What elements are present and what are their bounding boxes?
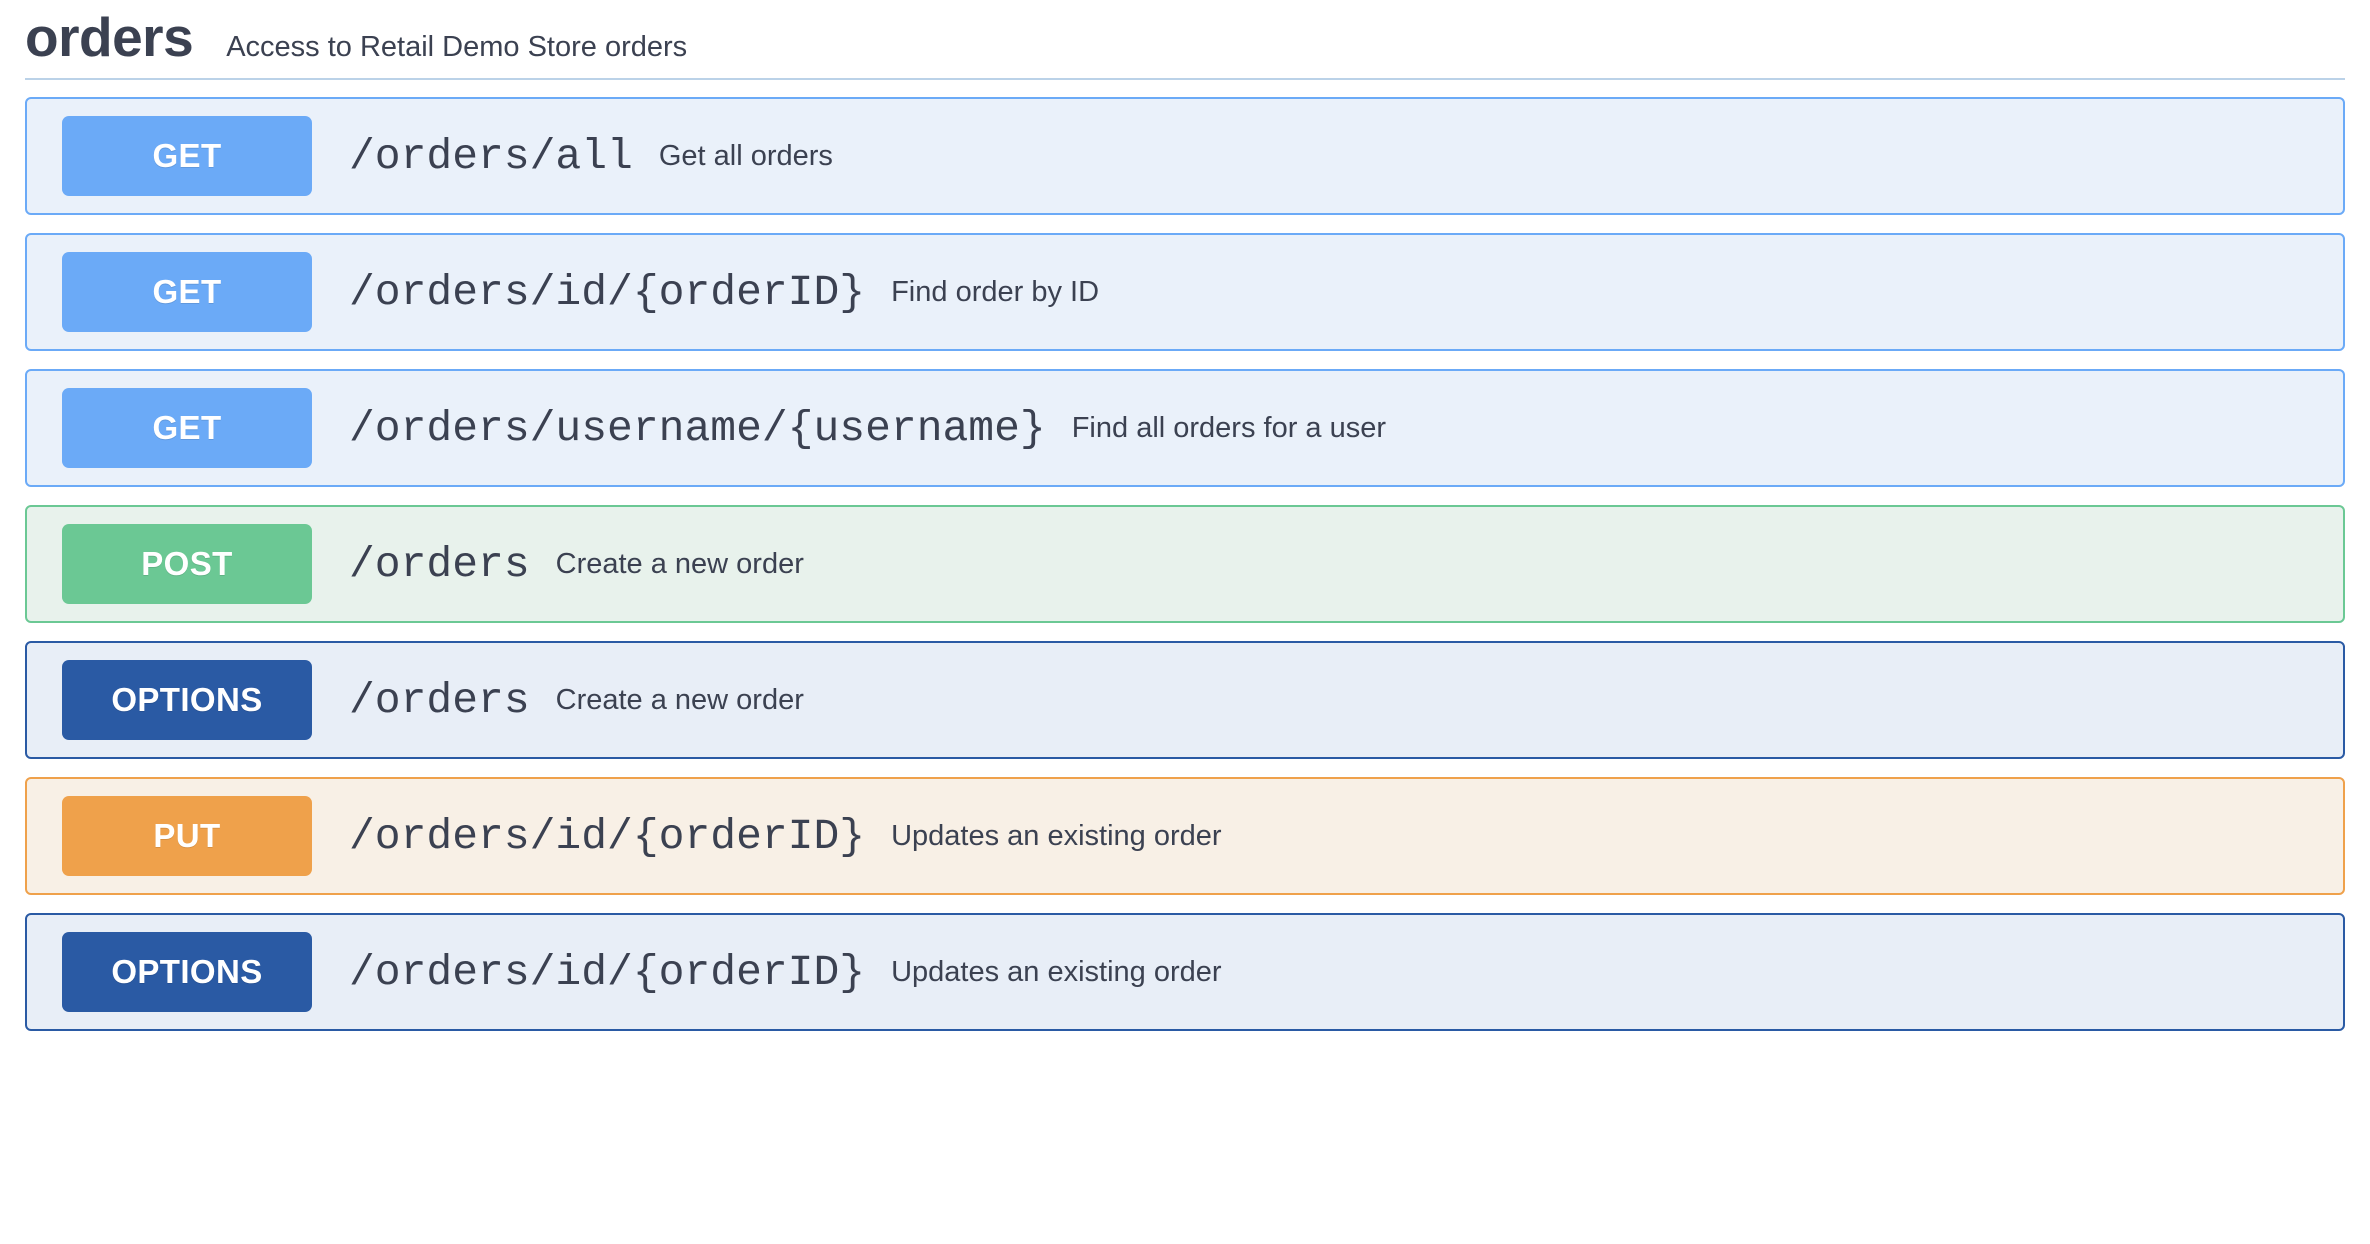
method-badge-options[interactable]: OPTIONS bbox=[62, 660, 312, 740]
operation-row-post-orders[interactable]: POST /orders Create a new order bbox=[25, 505, 2345, 623]
operation-path: /orders/all bbox=[349, 131, 633, 181]
operation-path: /orders/id/{orderID} bbox=[349, 811, 866, 861]
method-badge-options[interactable]: OPTIONS bbox=[62, 932, 312, 1012]
operation-row-put-orders-id[interactable]: PUT /orders/id/{orderID} Updates an exis… bbox=[25, 777, 2345, 895]
method-badge-put[interactable]: PUT bbox=[62, 796, 312, 876]
method-badge-get[interactable]: GET bbox=[62, 116, 312, 196]
operation-path: /orders/username/{username} bbox=[349, 403, 1046, 453]
operation-path: /orders bbox=[349, 675, 530, 725]
operation-row-options-orders[interactable]: OPTIONS /orders Create a new order bbox=[25, 641, 2345, 759]
operation-row-get-orders-username[interactable]: GET /orders/username/{username} Find all… bbox=[25, 369, 2345, 487]
tag-divider bbox=[25, 78, 2345, 80]
tag-title[interactable]: orders bbox=[25, 6, 194, 68]
operation-path: /orders bbox=[349, 539, 530, 589]
operation-path: /orders/id/{orderID} bbox=[349, 947, 866, 997]
operation-summary: Get all orders bbox=[658, 139, 833, 172]
operation-path: /orders/id/{orderID} bbox=[349, 267, 866, 317]
method-badge-get[interactable]: GET bbox=[62, 388, 312, 468]
operation-summary: Create a new order bbox=[555, 547, 804, 580]
operation-row-options-orders-id[interactable]: OPTIONS /orders/id/{orderID} Updates an … bbox=[25, 913, 2345, 1031]
operations-list: GET /orders/all Get all orders GET /orde… bbox=[0, 97, 2370, 1031]
method-badge-get[interactable]: GET bbox=[62, 252, 312, 332]
tag-description: Access to Retail Demo Store orders bbox=[226, 31, 688, 63]
tag-header: orders Access to Retail Demo Store order… bbox=[0, 0, 2370, 78]
operation-summary: Updates an existing order bbox=[891, 955, 1222, 988]
operation-summary: Find all orders for a user bbox=[1071, 411, 1387, 444]
operation-summary: Updates an existing order bbox=[891, 819, 1222, 852]
operation-row-get-orders-id[interactable]: GET /orders/id/{orderID} Find order by I… bbox=[25, 233, 2345, 351]
method-badge-post[interactable]: POST bbox=[62, 524, 312, 604]
operation-summary: Find order by ID bbox=[891, 275, 1100, 308]
operation-row-get-orders-all[interactable]: GET /orders/all Get all orders bbox=[25, 97, 2345, 215]
operation-summary: Create a new order bbox=[555, 683, 804, 716]
